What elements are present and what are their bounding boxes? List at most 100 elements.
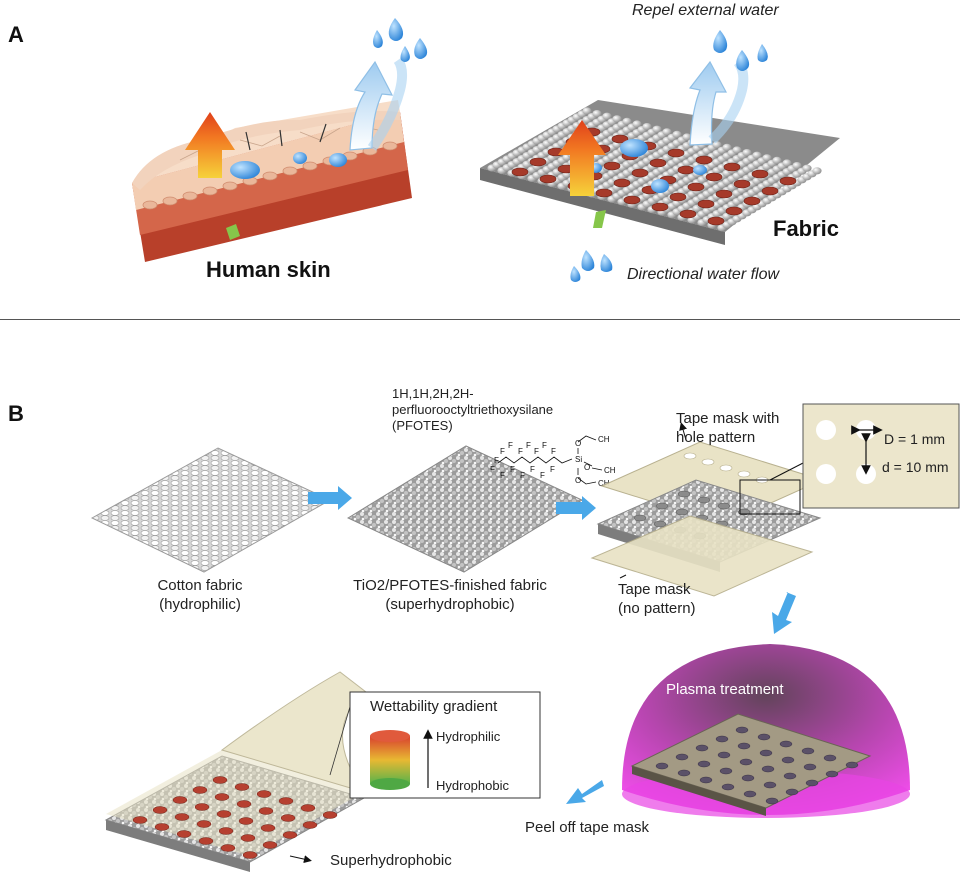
- tape-hole-label-line1: Tape mask with: [676, 410, 780, 427]
- peel-label: Peel off tape mask: [525, 819, 649, 836]
- cotton-caption-line1: Cotton fabric: [157, 577, 243, 594]
- plasma-dot: [737, 742, 751, 750]
- plasma-dot: [719, 767, 733, 775]
- final-dot: [280, 814, 296, 822]
- fabric-fiber: [592, 110, 602, 118]
- fabric-hole: [669, 192, 687, 202]
- fabric-hole: [715, 189, 733, 199]
- svg-text:F: F: [518, 447, 523, 456]
- tape-hole-label-line2: hole pattern: [676, 429, 756, 446]
- fabric-fiber: [582, 107, 592, 115]
- process-arrow-2-icon: [556, 496, 596, 520]
- human-skin-label: Human skin: [206, 257, 331, 282]
- fabric-fiber: [672, 130, 682, 138]
- curl-arrow-icon: [349, 60, 394, 151]
- inset-d-label: d = 10 mm: [882, 459, 949, 475]
- final-dot: [302, 821, 318, 829]
- cotton-fabric: [90, 447, 332, 573]
- svg-text:CH: CH: [598, 479, 610, 488]
- hydrophobic-label: Hydrophobic: [436, 778, 509, 793]
- final-dot: [172, 796, 188, 804]
- svg-text:F: F: [500, 471, 505, 480]
- svg-text:F: F: [534, 447, 539, 456]
- final-dot: [322, 811, 338, 819]
- final-dot: [176, 830, 192, 838]
- final-dot: [234, 783, 250, 791]
- fabric-fiber: [662, 128, 672, 136]
- wettability-title: Wettability gradient: [370, 698, 498, 715]
- svg-text:O: O: [575, 439, 581, 448]
- process-arrow-4-icon: [566, 780, 604, 804]
- fabric-hole: [667, 148, 685, 158]
- fabric-hole: [613, 178, 631, 188]
- fabric-hole: [751, 169, 769, 179]
- process-arrow-1-icon: [308, 486, 352, 510]
- panel-a-illustration: [132, 18, 840, 282]
- fabric-hole: [677, 165, 695, 175]
- svg-text:F: F: [542, 441, 547, 450]
- fabric-fiber: [812, 167, 822, 175]
- plasma-dot: [781, 756, 795, 764]
- fabric-fiber: [772, 156, 782, 164]
- final-dot: [236, 800, 252, 808]
- svg-text:Si: Si: [575, 455, 582, 464]
- process-arrow-3-icon: [772, 592, 796, 634]
- svg-text:F: F: [551, 447, 556, 456]
- fabric-fiber: [792, 162, 802, 170]
- superhydrophobic-label: Superhydrophobic: [330, 852, 452, 869]
- fabric-hole: [603, 161, 621, 171]
- plasma-dot: [739, 758, 753, 766]
- plasma-dot: [715, 735, 729, 743]
- panel-divider: [0, 319, 960, 320]
- fabric-fiber: [632, 120, 642, 128]
- svg-text:F: F: [526, 441, 531, 450]
- tape-hole-label: Tape mask with hole pattern: [676, 409, 779, 447]
- plasma-dot: [699, 776, 713, 784]
- fabric-fiber: [622, 117, 632, 125]
- svg-text:F: F: [494, 456, 499, 465]
- fabric-water-drops-icon: [713, 30, 768, 71]
- fabric-hole: [743, 196, 761, 206]
- fabric-fiber: [612, 115, 622, 123]
- fabric-label: Fabric: [773, 216, 840, 241]
- hydrophilic-label: Hydrophilic: [436, 729, 501, 744]
- plasma-dot: [675, 753, 689, 761]
- fabric-fiber: [642, 123, 652, 131]
- fabric-fiber: [752, 151, 762, 159]
- final-dot: [258, 807, 274, 815]
- final-dot: [262, 841, 278, 849]
- fabric-hole: [529, 157, 547, 167]
- fabric-hole: [705, 172, 723, 182]
- tape-mask-plain: [590, 515, 814, 597]
- gradient-cylinder: [370, 736, 410, 784]
- final-dot: [238, 817, 254, 825]
- svg-text:F: F: [540, 471, 545, 480]
- panel-a-letter: A: [8, 22, 24, 47]
- panel-b-letter: B: [8, 401, 24, 426]
- chem-name: 1H,1H,2H,2H- perfluorooctyltriethoxysila…: [392, 386, 553, 434]
- plasma-dot: [785, 788, 799, 796]
- plasma-dot: [721, 783, 735, 791]
- final-dot: [192, 786, 208, 794]
- pfotes-structure: [497, 435, 603, 485]
- fabric-hole: [779, 176, 797, 186]
- fabric-hole: [611, 134, 629, 144]
- final-dot: [256, 790, 272, 798]
- final-dot: [152, 806, 168, 814]
- plasma-dot: [697, 760, 711, 768]
- repel-label: Repel external water: [632, 2, 779, 19]
- final-dot: [300, 804, 316, 812]
- plasma-dot: [717, 751, 731, 759]
- final-hole-dots: [132, 776, 338, 859]
- fabric-curl-arrow-icon: [688, 60, 727, 146]
- svg-text:CH: CH: [604, 466, 616, 475]
- final-dot: [196, 820, 212, 828]
- fabric-fiber: [712, 141, 722, 149]
- final-dot: [216, 810, 232, 818]
- svg-text:F: F: [510, 465, 515, 474]
- fabric-fiber: [652, 125, 662, 133]
- fabric-hole: [725, 206, 743, 216]
- fabric-hole: [539, 174, 557, 184]
- final-tape-overlay: [106, 750, 364, 856]
- fabric-fiber: [762, 154, 772, 162]
